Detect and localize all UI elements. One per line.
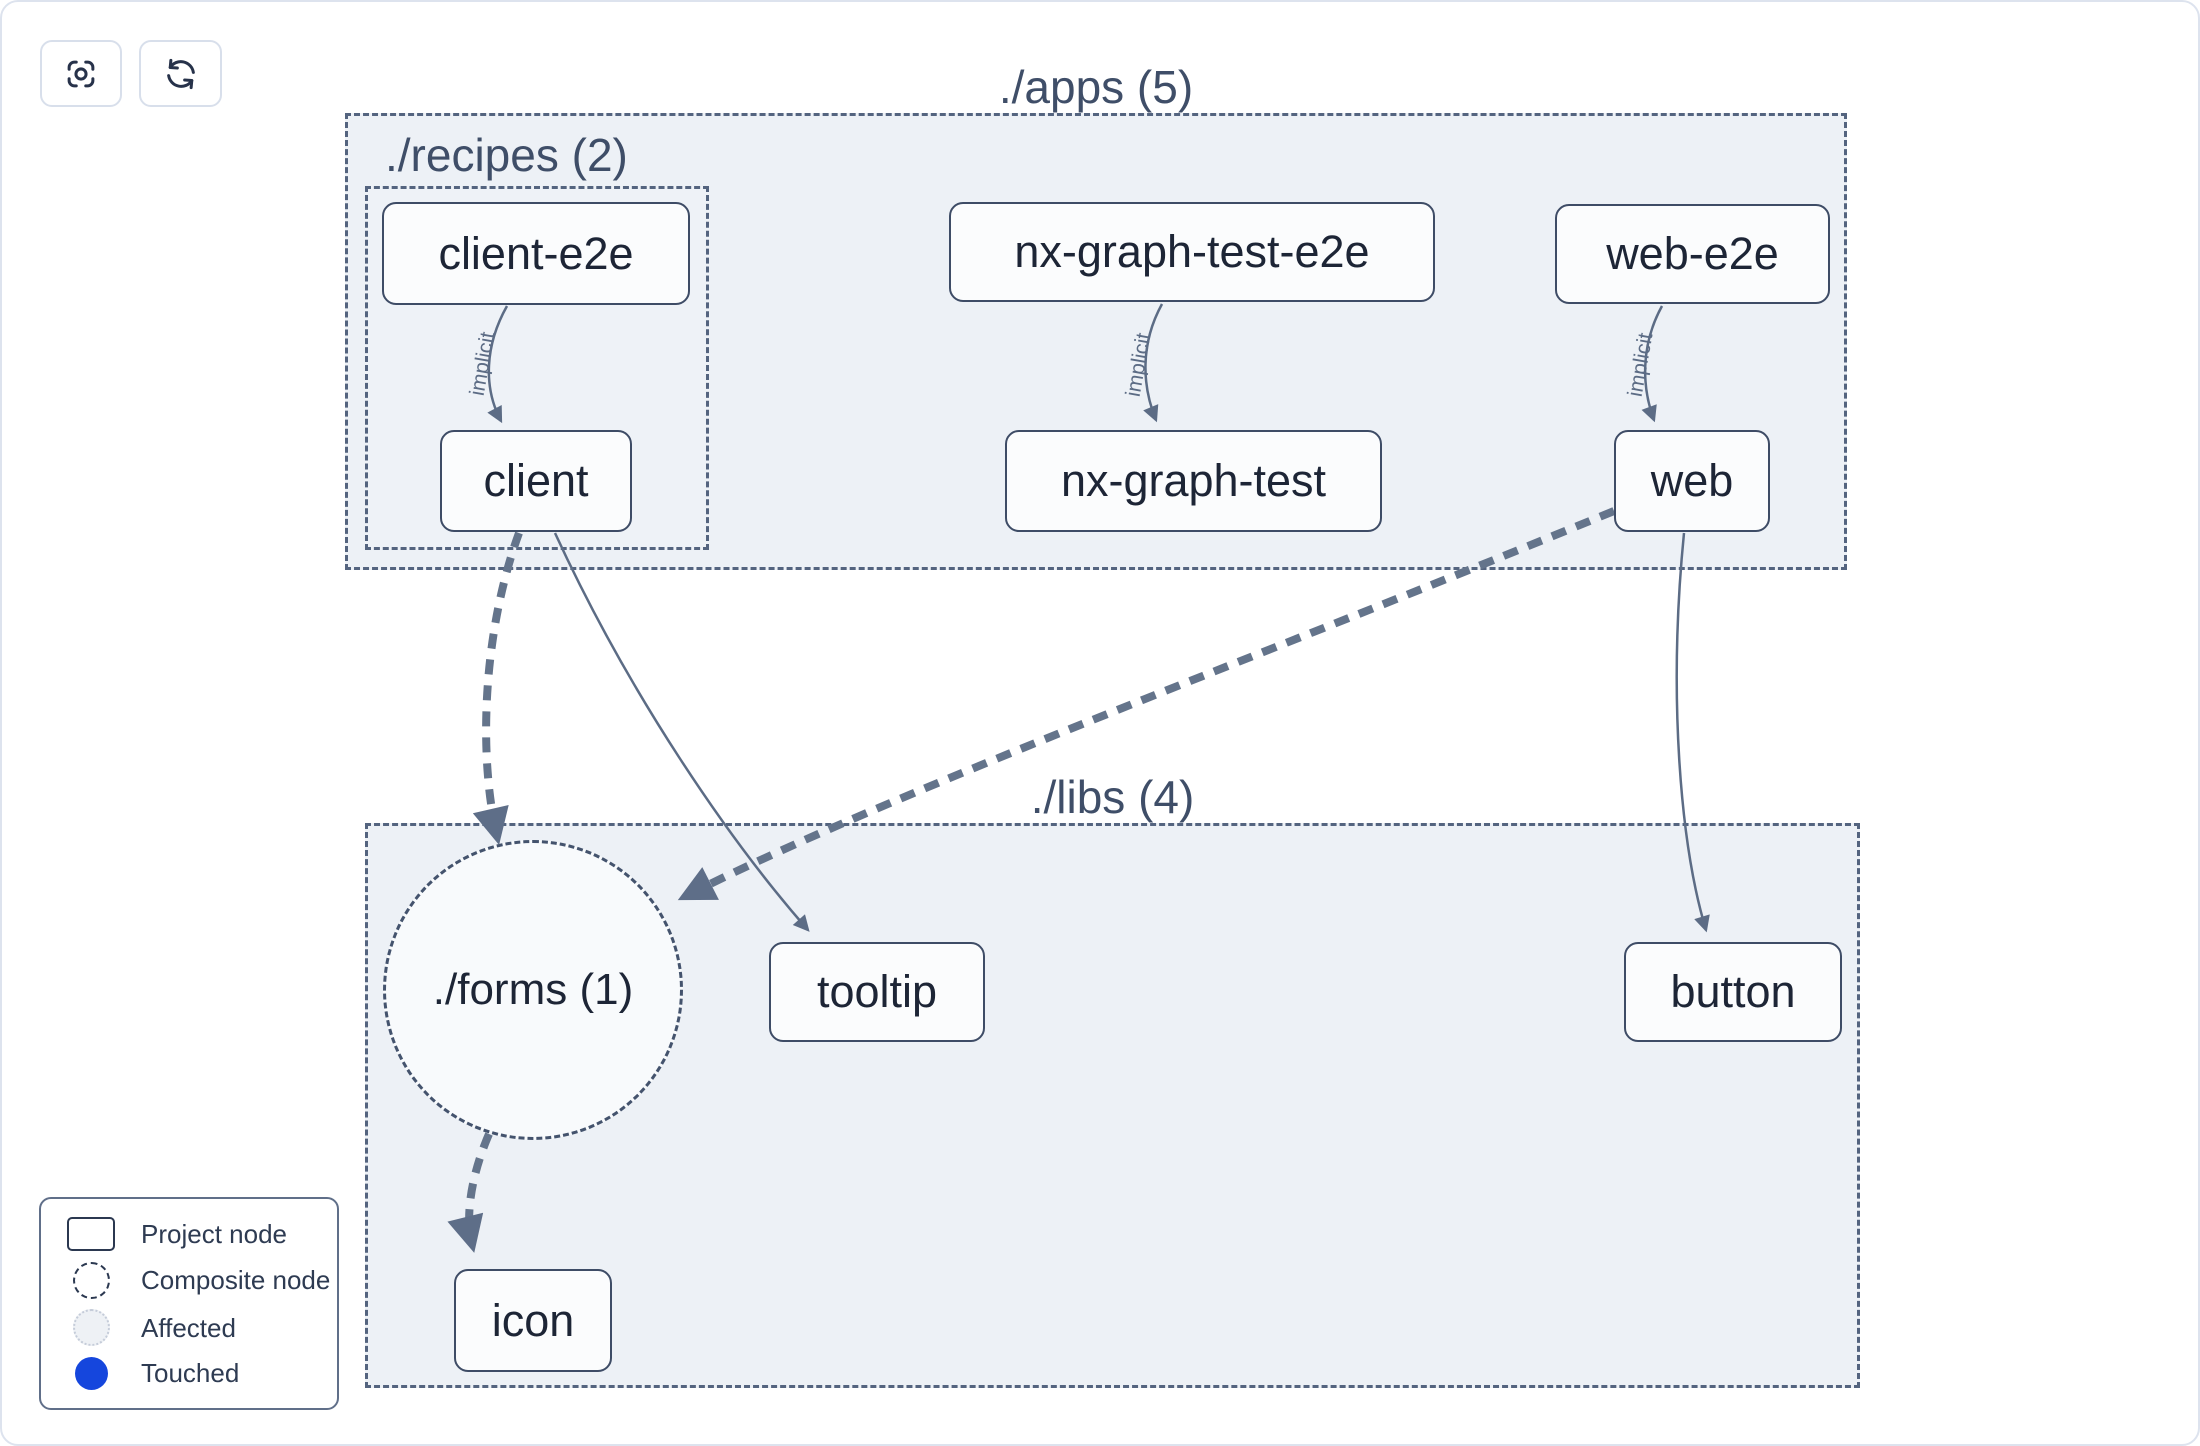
project-node-icon[interactable]: icon (454, 1269, 612, 1372)
edge-nx-graph-test-e2e-to-nx-graph-test (1143, 303, 1164, 423)
edge-forms-to-icon (447, 1132, 493, 1253)
group-title-recipes: ./recipes (2) (385, 129, 628, 181)
edge-web-to-forms (677, 507, 1616, 901)
edge-client-e2e-to-client (487, 305, 509, 424)
legend-label: Composite node (141, 1265, 331, 1296)
edge-label-implicit: implicit (1122, 331, 1156, 398)
project-node-client[interactable]: client (440, 430, 632, 532)
project-node-tooltip[interactable]: tooltip (769, 942, 985, 1042)
legend-label: Project node (141, 1219, 287, 1250)
legend-label: Touched (141, 1358, 240, 1389)
project-node-button[interactable]: button (1624, 942, 1842, 1042)
legend-item-touched: Touched (41, 1356, 337, 1390)
touched-swatch (74, 1356, 108, 1390)
group-title-apps: ./apps (5) (998, 61, 1194, 113)
refresh-icon (162, 55, 200, 93)
edge-client-to-forms (472, 531, 523, 845)
edge-client-to-tooltip (553, 532, 810, 932)
edge-label-implicit: implicit (1624, 331, 1658, 398)
legend-item-composite-node: Composite node (41, 1261, 337, 1299)
project-node-web[interactable]: web (1614, 430, 1770, 532)
affected-swatch (72, 1309, 110, 1347)
focus-reset-button[interactable] (40, 40, 122, 107)
toolbar (40, 40, 222, 107)
group-title-libs: ./libs (4) (1030, 771, 1195, 823)
project-node-swatch (67, 1217, 115, 1252)
legend: Project node Composite node Affected Tou… (39, 1197, 339, 1410)
project-node-nx-graph-test-e2e[interactable]: nx-graph-test-e2e (949, 202, 1435, 302)
project-node-web-e2e[interactable]: web-e2e (1555, 204, 1830, 304)
composite-node-forms[interactable]: ./forms (1) (383, 840, 683, 1140)
legend-label: Affected (141, 1312, 236, 1343)
legend-item-project-node: Project node (41, 1217, 337, 1252)
composite-node-swatch (72, 1261, 110, 1299)
refresh-button[interactable] (139, 40, 222, 107)
project-node-client-e2e[interactable]: client-e2e (382, 202, 690, 305)
edge-web-to-button (1675, 532, 1710, 933)
project-node-nx-graph-test[interactable]: nx-graph-test (1005, 430, 1382, 532)
edge-web-e2e-to-web (1641, 305, 1664, 423)
legend-item-affected: Affected (41, 1309, 337, 1347)
focus-icon (62, 55, 100, 93)
edge-label-implicit: implicit (466, 330, 500, 397)
